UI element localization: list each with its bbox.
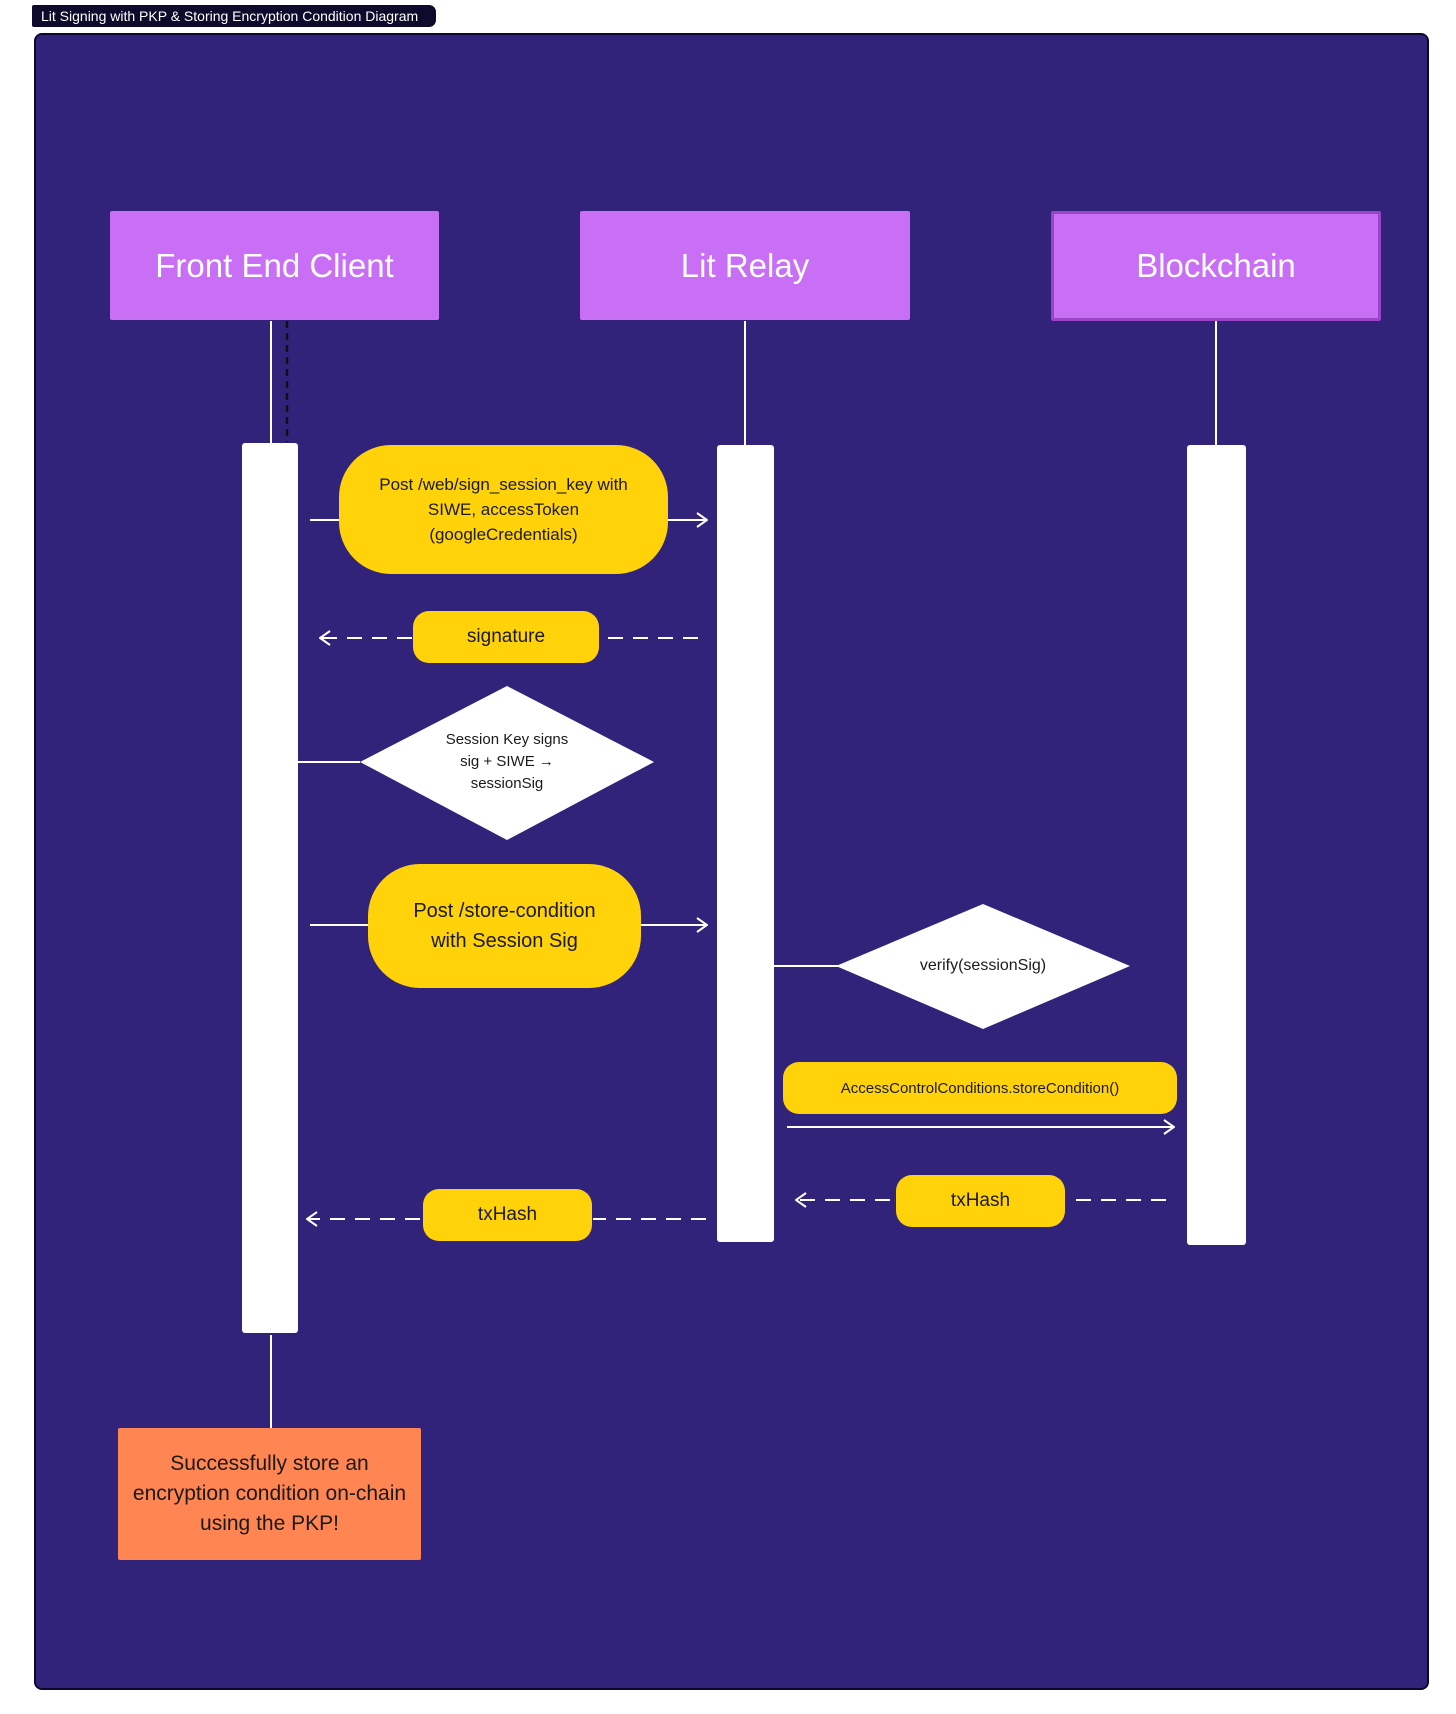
- result-box: Successfully store an encryption conditi…: [118, 1428, 421, 1560]
- tx-hash-from-blockchain-message: txHash: [896, 1175, 1065, 1227]
- verify-diamond: [836, 904, 1130, 1029]
- session-key-diamond: [360, 686, 654, 840]
- verify-session-sig-label: verify(sessionSig): [919, 957, 1047, 974]
- activation-bar-relay: [717, 445, 774, 1242]
- diagram-title: Lit Signing with PKP & Storing Encryptio…: [32, 5, 437, 27]
- tx-hash-to-client-message: txHash: [423, 1189, 592, 1241]
- activation-bar-blockchain: [1187, 445, 1246, 1245]
- store-condition-call-message: AccessControlConditions.storeCondition(): [783, 1062, 1177, 1114]
- session-key-signs-label: Session Key signs sig + SIWE → sessionSi…: [445, 731, 569, 792]
- actor-blockchain: Blockchain: [1051, 211, 1381, 321]
- sign-session-key-message: Post /web/sign_session_key with SIWE, ac…: [339, 445, 668, 574]
- actor-front-end-client: Front End Client: [110, 211, 439, 320]
- actor-lit-relay: Lit Relay: [580, 211, 910, 320]
- store-condition-message: Post /store-condition with Session Sig: [368, 864, 641, 988]
- activation-bar-front-end: [242, 443, 298, 1333]
- signature-message: signature: [413, 611, 599, 663]
